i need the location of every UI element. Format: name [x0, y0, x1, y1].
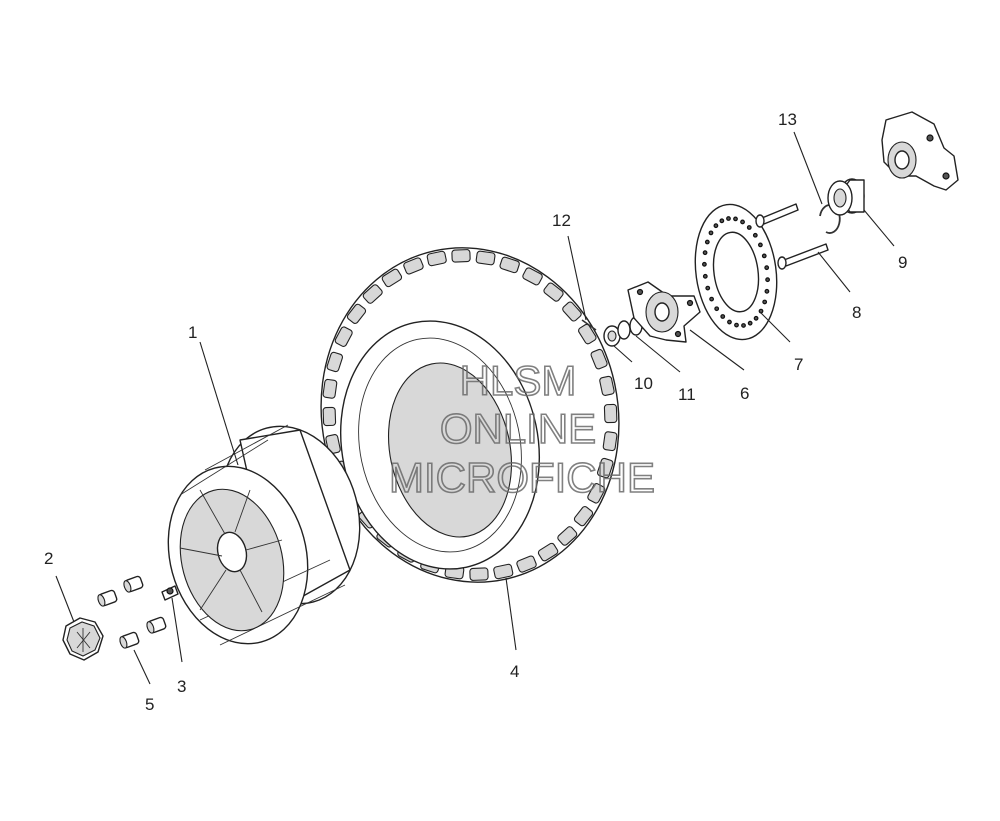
- tread-block: [426, 250, 447, 267]
- disc-hole: [708, 230, 714, 236]
- tread-block: [334, 326, 353, 347]
- tread-block: [573, 506, 594, 527]
- wheel-rim: [167, 424, 361, 646]
- cotter-pin: [581, 319, 597, 331]
- brake-disc-bolts: [755, 203, 829, 270]
- disc-hole: [714, 306, 720, 312]
- disc-hole: [753, 315, 759, 321]
- callout-13: 13: [778, 110, 797, 129]
- tread-block: [602, 431, 618, 452]
- tread-block: [522, 267, 543, 286]
- disc-hole: [746, 225, 752, 230]
- tread-block: [322, 406, 337, 427]
- washers: [617, 316, 643, 340]
- callout-6: 6: [740, 384, 749, 403]
- steering-knuckle: [881, 111, 959, 191]
- callout-1: 1: [188, 323, 197, 342]
- leader-lines: [55, 131, 895, 685]
- tread-block: [587, 483, 606, 504]
- disc-hole: [733, 216, 738, 222]
- watermark: HLSM ONLINE MICROFICHE: [388, 356, 656, 502]
- disc-hole: [701, 261, 707, 267]
- disc-hole: [764, 288, 770, 294]
- callout-7: 7: [794, 355, 803, 374]
- tread-block: [381, 268, 403, 288]
- castle-nut: [603, 325, 621, 347]
- tread-block: [346, 303, 367, 324]
- tread-block: [557, 526, 578, 546]
- callout-numbers: 1 2 3 4 5 6 7 8 9 10 11 12 13: [44, 110, 907, 714]
- tread-block: [603, 403, 618, 424]
- watermark-line-2: ONLINE: [440, 405, 596, 452]
- tread-block: [599, 375, 615, 396]
- disc-hole: [719, 218, 725, 224]
- disc-hole: [726, 216, 731, 221]
- disc-hole: [761, 253, 767, 259]
- tread-block: [451, 249, 471, 263]
- disc-hole: [702, 273, 708, 279]
- callout-9: 9: [898, 253, 907, 272]
- brake-disc: [694, 203, 778, 341]
- disc-hole: [720, 314, 726, 319]
- tread-block: [562, 301, 582, 322]
- tread-block: [403, 257, 424, 275]
- disc-hole: [740, 219, 745, 225]
- disc-hole: [705, 285, 711, 291]
- disc-hole: [727, 319, 732, 325]
- brake-disc-holes: [701, 216, 771, 328]
- tread-block: [596, 457, 614, 479]
- hub-cap: [62, 617, 104, 661]
- tread-block: [493, 563, 514, 580]
- callout-2: 2: [44, 549, 53, 568]
- tread-block: [516, 555, 537, 573]
- disc-hole: [702, 250, 708, 256]
- disc-hole: [762, 299, 768, 305]
- disc-hole: [734, 322, 739, 328]
- disc-hole: [704, 239, 710, 245]
- disc-hole: [752, 232, 758, 238]
- tread-block: [326, 351, 344, 373]
- callout-5: 5: [145, 695, 154, 714]
- callout-11: 11: [678, 385, 696, 404]
- disc-hole: [765, 277, 771, 283]
- disc-hole: [713, 223, 719, 229]
- callout-12: 12: [552, 211, 571, 230]
- tread-block: [543, 282, 564, 302]
- wheel-hub: [627, 281, 701, 343]
- disc-hole: [764, 265, 770, 271]
- callout-4: 4: [510, 662, 519, 681]
- callout-3: 3: [177, 677, 186, 696]
- disc-hole: [747, 320, 753, 326]
- tread-block: [590, 348, 608, 370]
- disc-hole: [709, 296, 715, 302]
- lug-nuts: [97, 575, 167, 649]
- disc-hole: [757, 242, 763, 248]
- tread-block: [469, 567, 489, 581]
- watermark-line-1: HLSM: [460, 357, 577, 404]
- disc-hole: [741, 323, 746, 328]
- tread-block: [578, 323, 597, 345]
- callout-10: 10: [634, 374, 653, 393]
- wheel-bearing: [827, 178, 865, 216]
- tread-block: [322, 378, 338, 399]
- callout-8: 8: [852, 303, 861, 322]
- tire: [320, 247, 620, 583]
- watermark-line-3: MICROFICHE: [389, 454, 655, 501]
- tread-block: [362, 284, 383, 304]
- valve-stem: [161, 585, 179, 601]
- tread-block: [499, 256, 520, 274]
- tread-block: [475, 250, 496, 266]
- tread-block: [537, 542, 559, 562]
